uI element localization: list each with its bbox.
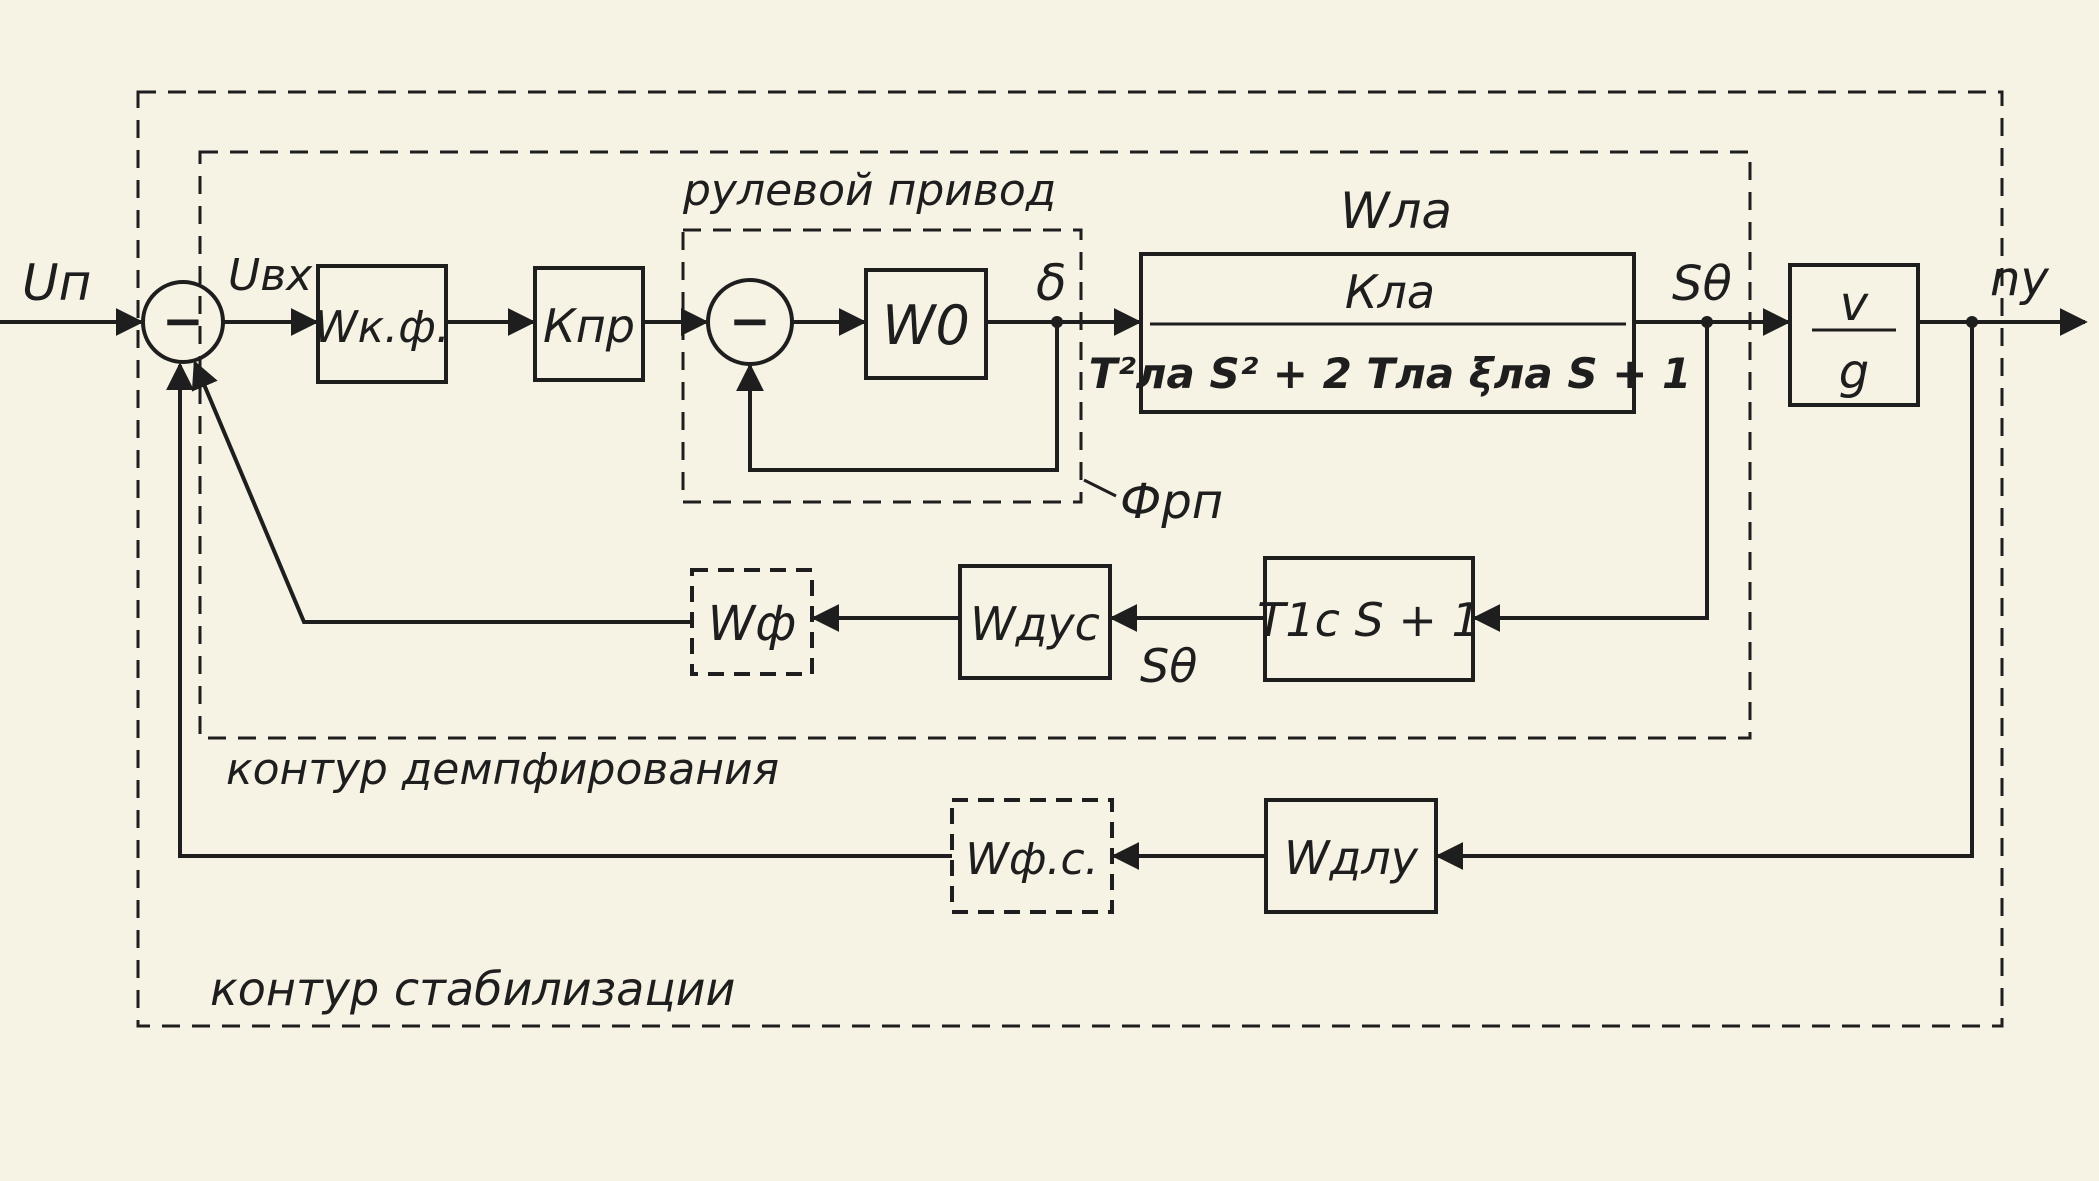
velocity-gain-denominator: g [1839, 344, 1869, 400]
accel-filter-to-main-sum [166, 362, 952, 858]
aircraft-denominator: T²ла S² + 2 Tла ξла S + 1 [1089, 349, 1692, 398]
output-to-accelerometer [1435, 322, 1974, 870]
damping-region-caption: контур демпфирования [226, 744, 779, 795]
actuator-summing-sign: − [729, 292, 771, 350]
aircraft-title-label: Wлa [1340, 182, 1452, 240]
filter-to-main-sum [191, 360, 692, 624]
actuator-core-label: W0 [882, 294, 970, 357]
pitch-rate-to-lead [1472, 322, 1709, 632]
stabilization-loop-frame [136, 90, 2004, 1028]
velocity-gain-numerator: v [1840, 276, 1869, 332]
output-signal-label: nу [1990, 251, 2049, 307]
actuator-region-caption: рулевой привод [682, 165, 1056, 216]
delta-label: δ [1036, 254, 1067, 312]
damping-loop-frame [198, 150, 1752, 740]
actuator-frame [681, 228, 1083, 504]
rate-gyro-label: Wдус [970, 597, 1100, 651]
filter-label: Wф [708, 596, 797, 652]
actuator-tf-leader [1083, 478, 1117, 498]
actuator-feedback-path [736, 322, 1059, 472]
accelerometer-label: Wдлу [1284, 831, 1419, 885]
lead-label: T1c S + 1 [1257, 593, 1481, 647]
actuator-tf-label: Фрп [1120, 474, 1223, 530]
aircraft-numerator: Кла [1345, 265, 1435, 319]
pitch-rate-feedback-label: Sθ [1140, 639, 1197, 693]
amplifier-label: Кпр [543, 299, 635, 353]
delta-branch-point [1051, 316, 1063, 328]
input-signal-label: Uп [22, 254, 91, 312]
main-summing-sign: − [162, 292, 204, 350]
accel-filter-label: Wф.с. [965, 834, 1098, 885]
pitch-rate-label: Sθ [1672, 256, 1732, 312]
stabilization-region-caption: контур стабилизации [210, 962, 735, 1016]
input-error-label: Uвх [228, 250, 313, 301]
correction-filter-label: Wк.ф. [314, 302, 450, 353]
